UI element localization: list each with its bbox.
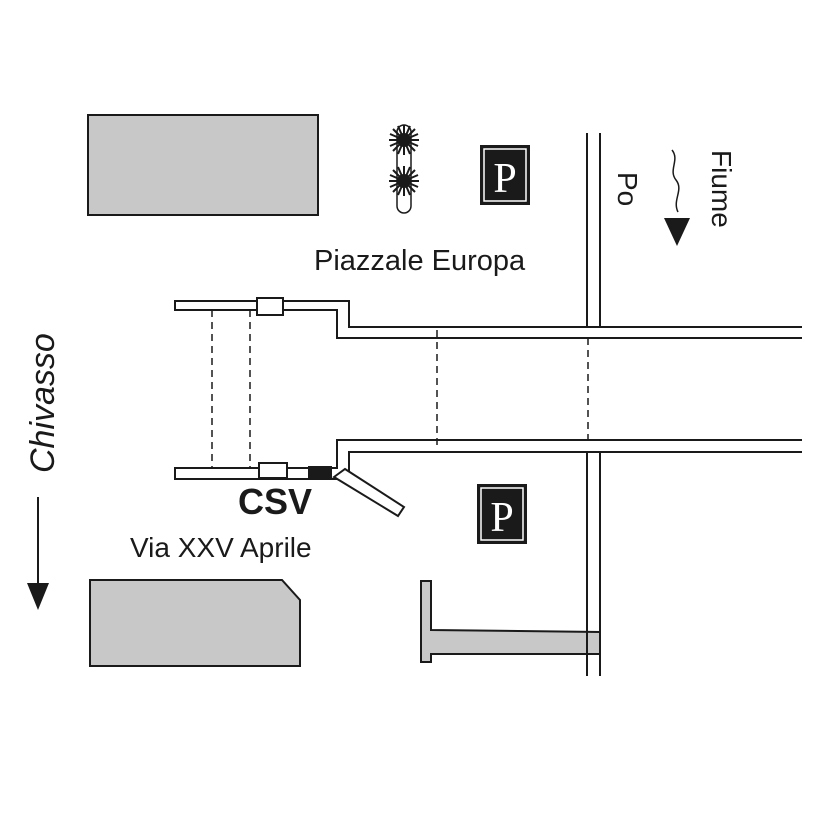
ramp (332, 467, 406, 518)
vertical-road (586, 133, 601, 676)
parking-icon-bottom: P (477, 484, 527, 544)
label-po: Po (612, 172, 643, 206)
arrow-down-icon (27, 497, 49, 610)
parking-letter-bottom: P (490, 495, 513, 541)
label-via-xxv-aprile: Via XXV Aprile (130, 532, 312, 563)
pillar-bottom (258, 462, 288, 479)
parking-icon-top: P (480, 145, 530, 205)
wavy-arrow-icon (664, 149, 690, 246)
pillar-top (256, 297, 284, 316)
building-top-left (87, 114, 319, 216)
label-chivasso: Chivasso (24, 333, 62, 473)
parking-letter-top: P (493, 156, 516, 202)
label-fiume: Fiume (706, 150, 737, 228)
tree-icon (389, 124, 419, 214)
csv-entrance-marker (308, 466, 332, 478)
bridge-upper-railing (174, 300, 802, 339)
label-csv: CSV (238, 481, 312, 522)
label-piazzale-europa: Piazzale Europa (314, 245, 526, 277)
building-bottom-left (89, 579, 301, 667)
dashed-lines (211, 310, 589, 468)
building-bottom-right (420, 580, 601, 663)
